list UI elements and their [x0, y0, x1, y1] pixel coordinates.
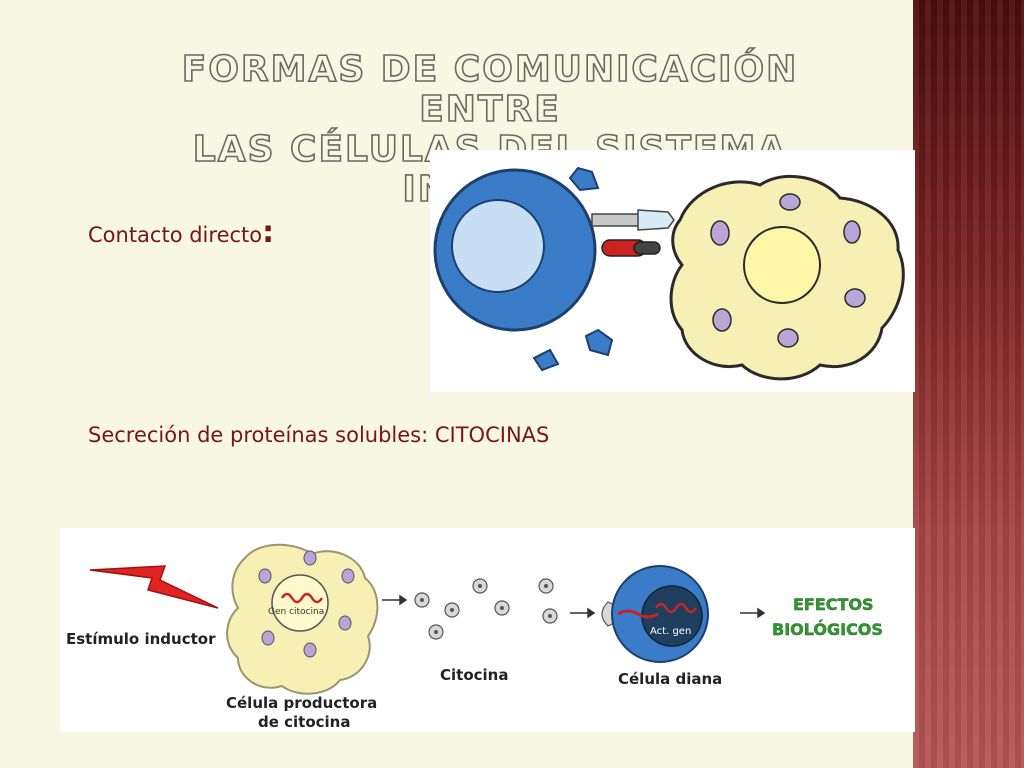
producer-cell-label-line-2: de citocina — [258, 713, 350, 731]
dna-helix-icon — [280, 592, 324, 604]
effects-label-line-1: EFECTOS — [793, 595, 874, 614]
vesicles — [710, 193, 866, 348]
receptor-spikes — [532, 166, 614, 372]
gene-label: Gen citocina — [268, 607, 324, 617]
producer-vesicles — [258, 550, 355, 658]
contact-label-text: Contacto directo — [88, 223, 263, 247]
lymphocyte-nucleus — [451, 199, 545, 293]
stimulus-label: Estímulo inductor — [66, 630, 216, 648]
target-cell-label: Célula diana — [618, 670, 722, 688]
presenting-cell-nucleus — [743, 226, 821, 304]
act-gene-label: Act. gen — [650, 626, 691, 637]
dna-helix-icon-target — [654, 602, 698, 614]
producer-nucleus — [271, 574, 329, 632]
effects-label-line-2: BIOLÓGICOS — [772, 620, 883, 639]
direct-contact-illustration — [430, 150, 915, 392]
producer-cell-label-line-1: Célula productora — [226, 694, 377, 712]
secretion-label: Secreción de proteínas solubles: CITOCIN… — [88, 423, 550, 447]
cytokine-label: Citocina — [440, 666, 508, 684]
decorative-side-bar — [913, 0, 1024, 768]
contact-label: Contacto directo: — [88, 215, 274, 250]
flow-arrows — [382, 594, 766, 619]
cytokine-secretion-diagram: Estímulo inductor Gen citocina Célula pr… — [60, 528, 915, 732]
tcr-receptor — [591, 213, 641, 227]
coreceptor-dark — [633, 241, 661, 255]
slide-title-line-1: FORMAS DE COMUNICACIÓN ENTRE — [181, 49, 799, 131]
contact-label-colon: : — [262, 215, 275, 250]
cytokine-particles — [414, 578, 558, 640]
lightning-bolt-icon — [89, 565, 219, 609]
mhc-contact — [637, 209, 675, 231]
signal-wave — [617, 609, 659, 619]
